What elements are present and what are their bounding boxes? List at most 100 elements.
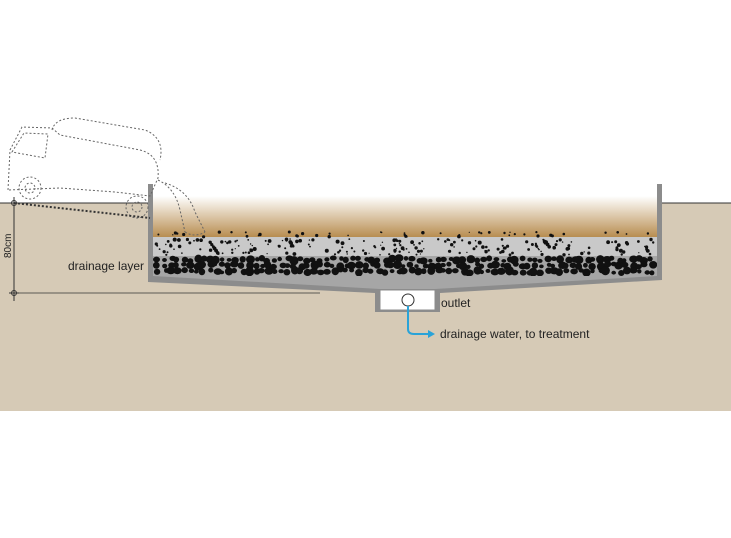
- stone: [388, 253, 391, 256]
- stone: [277, 256, 283, 262]
- stone: [635, 264, 642, 270]
- stone: [193, 239, 195, 242]
- stone: [284, 263, 291, 268]
- stone: [408, 251, 410, 254]
- stone: [279, 262, 287, 269]
- stone: [307, 243, 310, 246]
- stone: [552, 245, 556, 250]
- stone: [535, 245, 539, 248]
- stone: [289, 256, 299, 266]
- stone: [493, 257, 500, 262]
- stone: [253, 262, 260, 270]
- stone: [337, 251, 340, 254]
- stone: [181, 267, 188, 274]
- stone: [277, 244, 280, 247]
- stone: [333, 253, 337, 256]
- stone: [245, 234, 249, 238]
- outlet-label: outlet: [441, 296, 471, 310]
- stone: [582, 268, 591, 277]
- stone: [511, 269, 519, 276]
- stone: [181, 252, 183, 254]
- stone: [600, 266, 610, 276]
- stone: [519, 269, 527, 276]
- stone: [466, 251, 468, 254]
- stone: [467, 241, 472, 245]
- stone: [562, 232, 566, 236]
- stone: [596, 255, 605, 264]
- stone: [458, 251, 461, 255]
- stone: [302, 262, 310, 269]
- stone: [166, 266, 176, 275]
- stone: [368, 252, 370, 254]
- stone: [614, 240, 618, 244]
- stone: [588, 263, 596, 271]
- stone: [269, 263, 277, 270]
- stone: [474, 239, 477, 242]
- stone: [558, 238, 562, 242]
- stone: [346, 253, 348, 255]
- stone: [637, 240, 640, 243]
- stone: [341, 246, 344, 249]
- stone: [399, 244, 402, 247]
- stone: [289, 244, 293, 248]
- stone: [392, 238, 397, 243]
- stone: [575, 263, 583, 270]
- stone: [237, 245, 240, 247]
- stone: [537, 258, 543, 263]
- stone: [340, 241, 345, 246]
- stone: [461, 239, 464, 242]
- stone: [210, 243, 214, 247]
- stone: [393, 260, 402, 270]
- stone: [267, 239, 272, 243]
- stone: [629, 267, 638, 274]
- stone: [348, 238, 351, 241]
- stone: [486, 255, 493, 262]
- stone: [537, 247, 539, 250]
- stone: [402, 248, 405, 251]
- stone: [415, 253, 418, 256]
- stone: [202, 235, 206, 239]
- stone: [604, 260, 612, 268]
- stone: [292, 252, 297, 256]
- stone: [353, 250, 356, 253]
- stone: [177, 238, 181, 242]
- stone: [453, 240, 456, 244]
- stone: [169, 243, 172, 247]
- stone: [625, 242, 630, 246]
- stone: [237, 262, 245, 269]
- stone: [255, 257, 260, 262]
- stone: [224, 240, 227, 243]
- stone: [362, 267, 370, 274]
- stone: [485, 245, 488, 249]
- stone: [616, 231, 619, 234]
- stone: [547, 245, 551, 249]
- stone: [589, 257, 596, 262]
- stone: [638, 252, 640, 254]
- stone: [453, 246, 455, 248]
- stone: [211, 255, 220, 265]
- stone: [421, 240, 424, 243]
- stone: [285, 239, 288, 242]
- stone: [551, 256, 557, 262]
- stone: [618, 248, 623, 253]
- stone: [296, 234, 299, 238]
- stone: [373, 261, 381, 269]
- stone: [511, 251, 514, 255]
- stone: [418, 242, 421, 245]
- stone: [173, 256, 180, 263]
- stone: [152, 261, 160, 269]
- stone: [508, 253, 512, 257]
- stone: [400, 264, 406, 268]
- stone: [395, 239, 399, 242]
- stone: [195, 238, 200, 242]
- stone: [530, 243, 534, 246]
- stone: [158, 248, 161, 251]
- stone: [499, 251, 502, 254]
- stone: [374, 257, 381, 263]
- stone: [219, 270, 225, 275]
- basin-wall-right: [657, 184, 662, 280]
- outlet-pipe: [401, 293, 415, 307]
- stone: [244, 251, 247, 254]
- stone: [487, 249, 490, 252]
- stone: [194, 269, 199, 274]
